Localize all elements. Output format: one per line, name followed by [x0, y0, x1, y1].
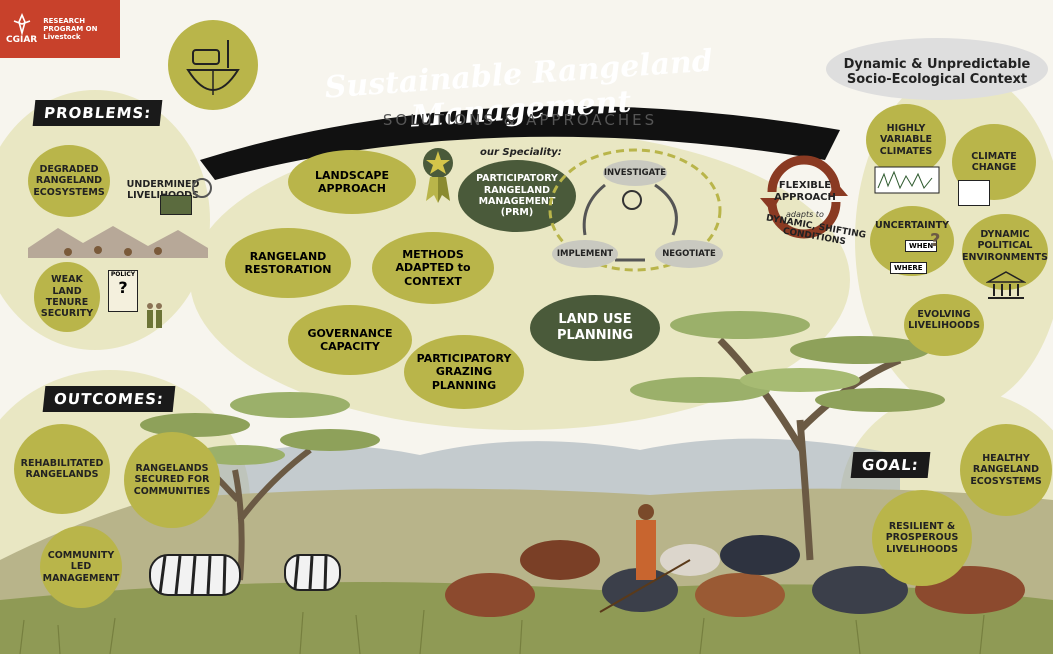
- resilient-livelihoods-label: RESILIENT & PROSPEROUS LIVELIHOODS: [885, 520, 959, 555]
- context-variable-climates: HIGHLY VARIABLE CLIMATES: [866, 104, 946, 176]
- problem-weak-tenure: WEAK LAND TENURE SECURITY: [34, 262, 100, 332]
- goal-resilient-livelihoods: RESILIENT & PROSPEROUS LIVELIHOODS: [872, 490, 972, 586]
- climate-change-label: CLIMATE CHANGE: [971, 150, 1017, 173]
- problem-degraded-ecosystems: DEGRADED RANGELAND ECOSYSTEMS: [28, 145, 110, 217]
- flexible-cycle-arrows-icon: [760, 155, 848, 239]
- adapts-to-label: adapts to: [786, 210, 824, 219]
- cgiar-program-text: RESEARCH PROGRAM ON Livestock: [43, 16, 98, 42]
- cgiar-org-text: CGIAR: [6, 35, 38, 45]
- methods-adapted-label: METHODS ADAPTED to CONTEXT: [395, 248, 471, 288]
- political-environments-label: DYNAMIC POLITICAL ENVIRONMENTS: [962, 228, 1048, 263]
- context-evolving-livelihoods: EVOLVING LIVELIHOODS: [904, 294, 984, 356]
- problems-heading: PROBLEMS:: [32, 100, 163, 126]
- degraded-land-icon: [28, 226, 208, 258]
- context-heading: Dynamic & Unpredictable Socio-Ecological…: [826, 38, 1048, 100]
- cycle-implement: IMPLEMENT: [552, 240, 618, 268]
- solution-land-use-planning: LAND USE PLANNING: [530, 295, 660, 361]
- goal-heading: GOAL:: [850, 452, 931, 478]
- solution-rangeland-restoration: RANGELAND RESTORATION: [225, 228, 351, 298]
- goal-healthy-ecosystems: HEALTHY RANGELAND ECOSYSTEMS: [960, 424, 1052, 516]
- investigate-label: INVESTIGATE: [603, 168, 667, 178]
- policy-scroll-icon: POLICY ?: [108, 270, 138, 312]
- rehabilitated-label: REHABILITATED RANGELANDS: [20, 457, 104, 480]
- outcomes-heading: OUTCOMES:: [42, 386, 176, 412]
- sun-icon: [192, 178, 212, 198]
- policy-label: POLICY: [110, 271, 136, 278]
- prm-label: PARTICIPATORY RANGELAND MANAGEMENT (PRM): [476, 173, 558, 219]
- money-icon: [160, 195, 192, 215]
- variable-climates-label: HIGHLY VARIABLE CLIMATES: [879, 122, 933, 157]
- community-led-label: COMMUNITY LED MANAGEMENT: [42, 549, 120, 584]
- cgiar-mark: CGIAR: [6, 13, 37, 45]
- uncertainty-label: UNCERTAINTY: [875, 220, 949, 232]
- governance-capacity-label: GOVERNANCE CAPACITY: [307, 326, 393, 353]
- prm-badge: PARTICIPATORY RANGELAND MANAGEMENT (PRM): [458, 160, 576, 232]
- speciality-label: our Speciality:: [480, 147, 562, 158]
- implement-label: IMPLEMENT: [556, 249, 614, 259]
- title-banner: [200, 106, 840, 180]
- evolving-livelihoods-label: EVOLVING LIVELIHOODS: [908, 308, 980, 331]
- acacia-tree-right: [630, 311, 945, 561]
- problem-tenure-label: WEAK LAND TENURE SECURITY: [40, 274, 94, 320]
- when-tag: WHEN: [905, 240, 938, 252]
- landscape-approach-label: LANDSCAPE APPROACH: [315, 168, 389, 195]
- solution-landscape-approach: LANDSCAPE APPROACH: [288, 150, 416, 214]
- cgiar-logo: CGIAR RESEARCH PROGRAM ON Livestock: [0, 0, 120, 58]
- calendar-icon: [958, 180, 990, 206]
- rangeland-restoration-label: RANGELAND RESTORATION: [244, 249, 332, 276]
- zebras: [149, 554, 341, 596]
- participatory-grazing-label: PARTICIPATORY GRAZING PLANNING: [416, 352, 512, 392]
- herder-figure: [599, 504, 691, 613]
- page-subtitle: SOLUTIONS & APPROACHES: [382, 111, 658, 129]
- question-marks-icon: ?: [930, 230, 941, 251]
- outcome-community-led: COMMUNITY LED MANAGEMENT: [40, 526, 122, 608]
- secured-label: RANGELANDS SECURED FOR COMMUNITIES: [133, 462, 211, 497]
- outcome-rehabilitated: REHABILITATED RANGELANDS: [14, 424, 110, 514]
- cycle-investigate: INVESTIGATE: [603, 160, 667, 186]
- solution-governance-capacity: GOVERNANCE CAPACITY: [288, 305, 412, 375]
- solution-methods-adapted: METHODS ADAPTED to CONTEXT: [372, 232, 494, 304]
- magnifier-icon: [622, 190, 642, 210]
- medal-icon: [420, 145, 456, 205]
- negotiate-label: NEGOTIATE: [662, 249, 716, 259]
- outcome-secured: RANGELANDS SECURED FOR COMMUNITIES: [124, 432, 220, 528]
- flexible-approach-label: FLEXIBLE APPROACH: [774, 180, 836, 203]
- question-mark-icon: ?: [118, 278, 128, 297]
- cycle-negotiate: NEGOTIATE: [655, 240, 723, 268]
- solution-participatory-grazing: PARTICIPATORY GRAZING PLANNING: [404, 335, 524, 409]
- healthy-ecosystems-label: HEALTHY RANGELAND ECOSYSTEMS: [970, 452, 1042, 487]
- government-building-icon: [986, 271, 1026, 299]
- livestock-globe-icon: [168, 20, 258, 110]
- where-tag: WHERE: [890, 262, 927, 274]
- climate-graph-icon: [874, 166, 940, 194]
- problem-degraded-label: DEGRADED RANGELAND ECOSYSTEMS: [33, 163, 105, 198]
- land-use-planning-label: LAND USE PLANNING: [556, 312, 634, 343]
- people-icon: [145, 300, 165, 330]
- prm-cycle-ring: [548, 148, 722, 272]
- context-political-environments: DYNAMIC POLITICAL ENVIRONMENTS: [962, 214, 1048, 290]
